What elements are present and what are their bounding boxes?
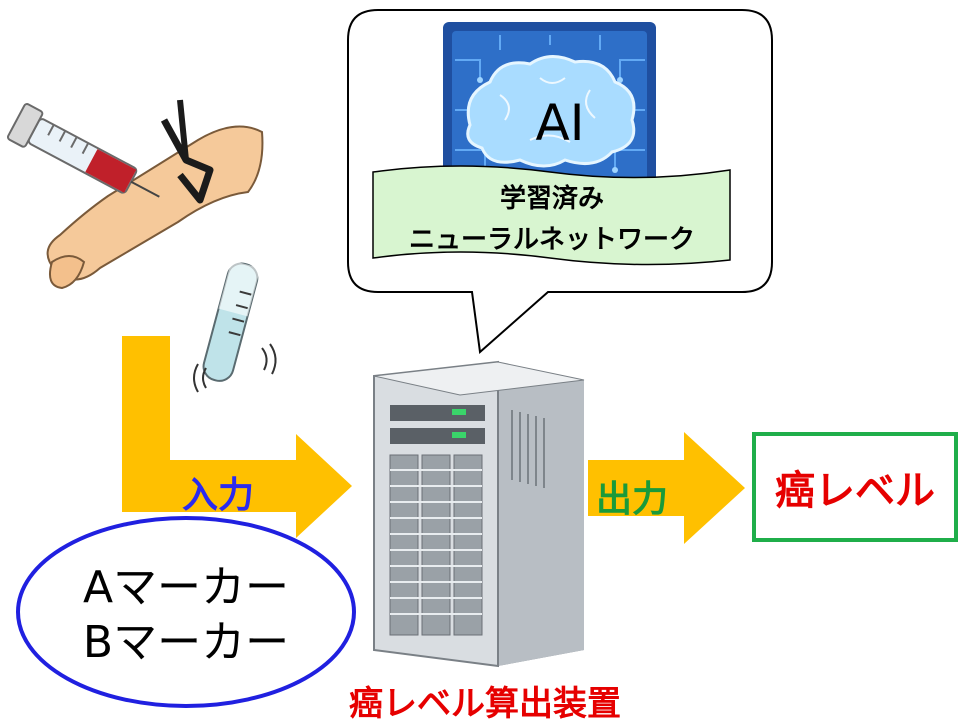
server-icon [373,360,585,668]
marker-list: Aマーカー Bマーカー [40,560,332,670]
network-banner [372,165,731,266]
marker-a: Aマーカー [82,562,290,613]
ai-label: AI [535,94,585,152]
brain-chip-icon [443,22,656,194]
test-tube-icon [193,260,277,393]
result-label: 癌レベル [775,468,935,514]
output-label: 出力 [596,479,669,520]
result-box: 癌レベル [752,432,958,542]
input-label: 入力 [182,475,255,516]
banner-line-1: 学習済み [499,184,604,214]
marker-ellipse [16,516,356,708]
arm-icon [46,99,264,290]
syringe-icon [6,103,160,198]
output-arrow [588,432,745,544]
input-arrow [122,336,352,538]
marker-b: Bマーカー [82,617,290,668]
banner-line-2: ニューラルネットワーク [408,225,695,255]
device-caption: 癌レベル算出装置 [349,684,621,724]
